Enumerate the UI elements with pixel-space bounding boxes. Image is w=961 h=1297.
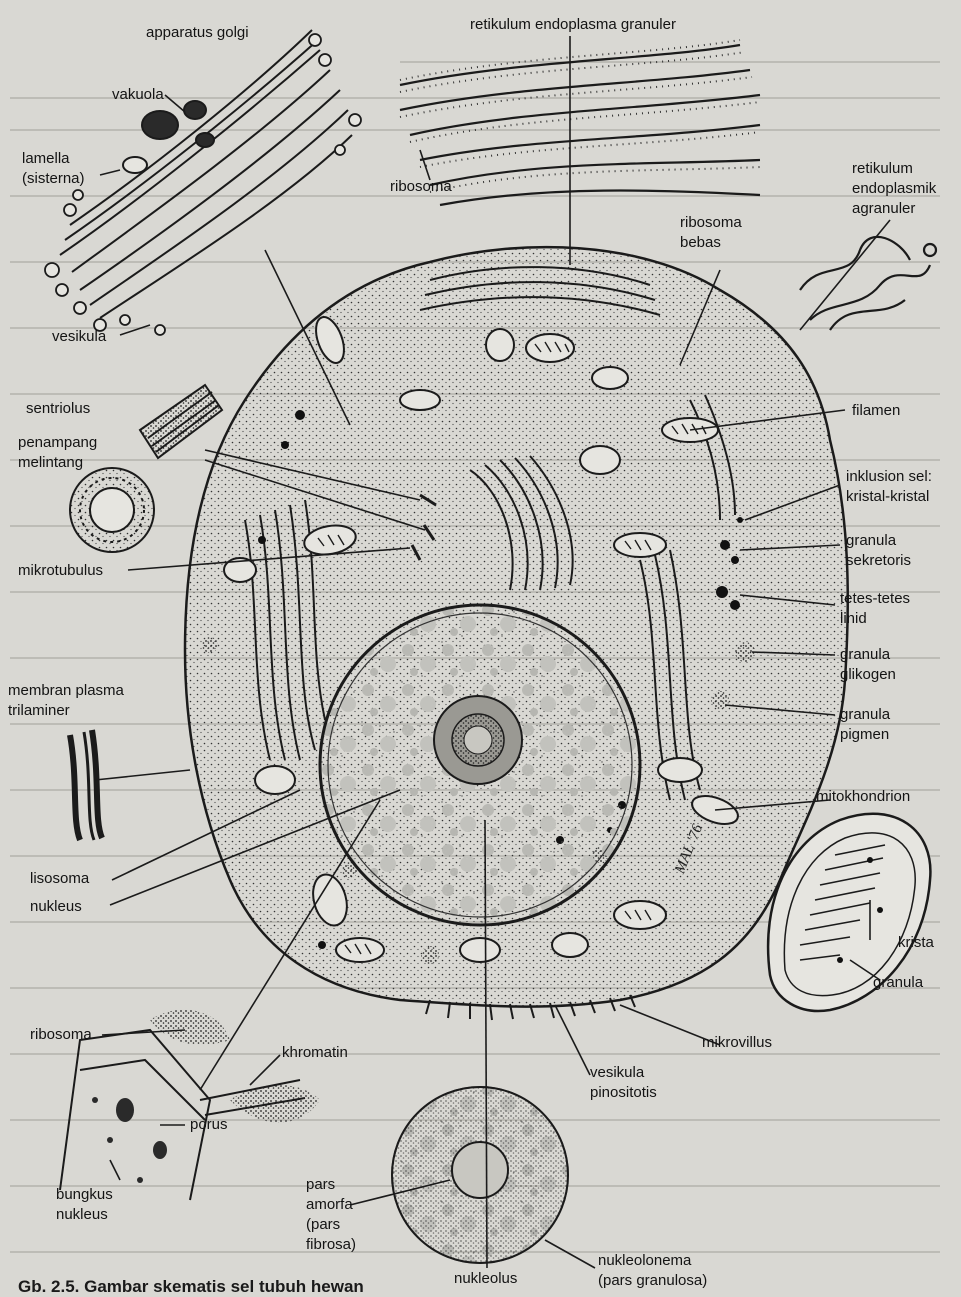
label-sentriolus: sentriolus <box>26 400 90 418</box>
label-ribosoma-bebas-1: ribosoma <box>680 214 742 232</box>
label-penampang-1: penampang <box>18 434 97 452</box>
smooth-er-detail <box>800 237 936 330</box>
label-filamen: filamen <box>852 402 900 420</box>
centriole-detail <box>140 385 222 458</box>
label-nukleolus: nukleolus <box>454 1270 517 1288</box>
label-retikulum-granuler: retikulum endoplasma granuler <box>470 16 676 34</box>
label-granula-sekretoris-2: sekretoris <box>846 552 911 570</box>
label-vesikula: vesikula <box>52 328 106 346</box>
label-porus: porus <box>190 1116 228 1134</box>
label-vakuola: vakuola <box>112 86 164 104</box>
label-granula-mito: granula <box>873 974 923 992</box>
label-lamella: lamella <box>22 150 70 168</box>
label-inklusion-1: inklusion sel: <box>846 468 932 486</box>
label-lisosoma: lisosoma <box>30 870 89 888</box>
label-tetes-2: linid <box>840 610 867 628</box>
label-pars-amorfa-3: (pars <box>306 1216 340 1234</box>
label-ribosoma-top: ribosoma <box>390 178 452 196</box>
label-ribosoma-bebas-2: bebas <box>680 234 721 252</box>
label-granula-pigmen-1: granula <box>840 706 890 724</box>
centriole-cross-section <box>70 468 154 552</box>
label-krista: krista <box>898 934 934 952</box>
label-membran-1: membran plasma <box>8 682 124 700</box>
label-retikulum-agranuler-2: endoplasmik <box>852 180 936 198</box>
label-vesikula-pino-2: pinositotis <box>590 1084 657 1102</box>
label-pars-amorfa-4: fibrosa) <box>306 1236 356 1254</box>
label-mitokhondrion: mitokhondrion <box>816 788 910 806</box>
golgi-vesicles <box>45 34 361 335</box>
label-granula-sekretoris-1: granula <box>846 532 896 550</box>
nucleolus-detail <box>392 1087 568 1263</box>
label-granula-glikogen-1: granula <box>840 646 890 664</box>
label-penampang-2: melintang <box>18 454 83 472</box>
label-granula-pigmen-2: pigmen <box>840 726 889 744</box>
figure-caption: Gb. 2.5. Gambar skematis sel tubuh hewan <box>18 1277 364 1297</box>
rough-er-detail <box>400 45 760 205</box>
vacuole-shapes <box>123 101 214 173</box>
label-khromatin: khromatin <box>282 1044 348 1062</box>
label-retikulum-agranuler-3: agranuler <box>852 200 915 218</box>
label-nukleus: nukleus <box>30 898 82 916</box>
label-sisterna: (sisterna) <box>22 170 85 188</box>
chromatin-detail <box>150 1010 320 1123</box>
label-pars-amorfa-2: amorfa <box>306 1196 353 1214</box>
label-nukleolonema-2: (pars granulosa) <box>598 1272 707 1290</box>
label-nukleolonema-1: nukleolonema <box>598 1252 691 1270</box>
label-apparatus-golgi: apparatus golgi <box>146 24 249 42</box>
label-bungkus-2: nukleus <box>56 1206 108 1224</box>
label-pars-amorfa-1: pars <box>306 1176 335 1194</box>
label-bungkus-1: bungkus <box>56 1186 113 1204</box>
label-ribosoma-bottom: ribosoma <box>30 1026 92 1044</box>
nuclear-envelope-particles <box>92 1097 167 1183</box>
label-inklusion-2: kristal-kristal <box>846 488 929 506</box>
label-granula-glikogen-2: glikogen <box>840 666 896 684</box>
label-membran-2: trilaminer <box>8 702 70 720</box>
label-vesikula-pino-1: vesikula <box>590 1064 644 1082</box>
label-retikulum-agranuler-1: retikulum <box>852 160 913 178</box>
plasma-membrane-detail <box>70 730 102 840</box>
label-mikrotubulus: mikrotubulus <box>18 562 103 580</box>
label-mikrovillus: mikrovillus <box>702 1034 772 1052</box>
label-tetes-1: tetes-tetes <box>840 590 910 608</box>
